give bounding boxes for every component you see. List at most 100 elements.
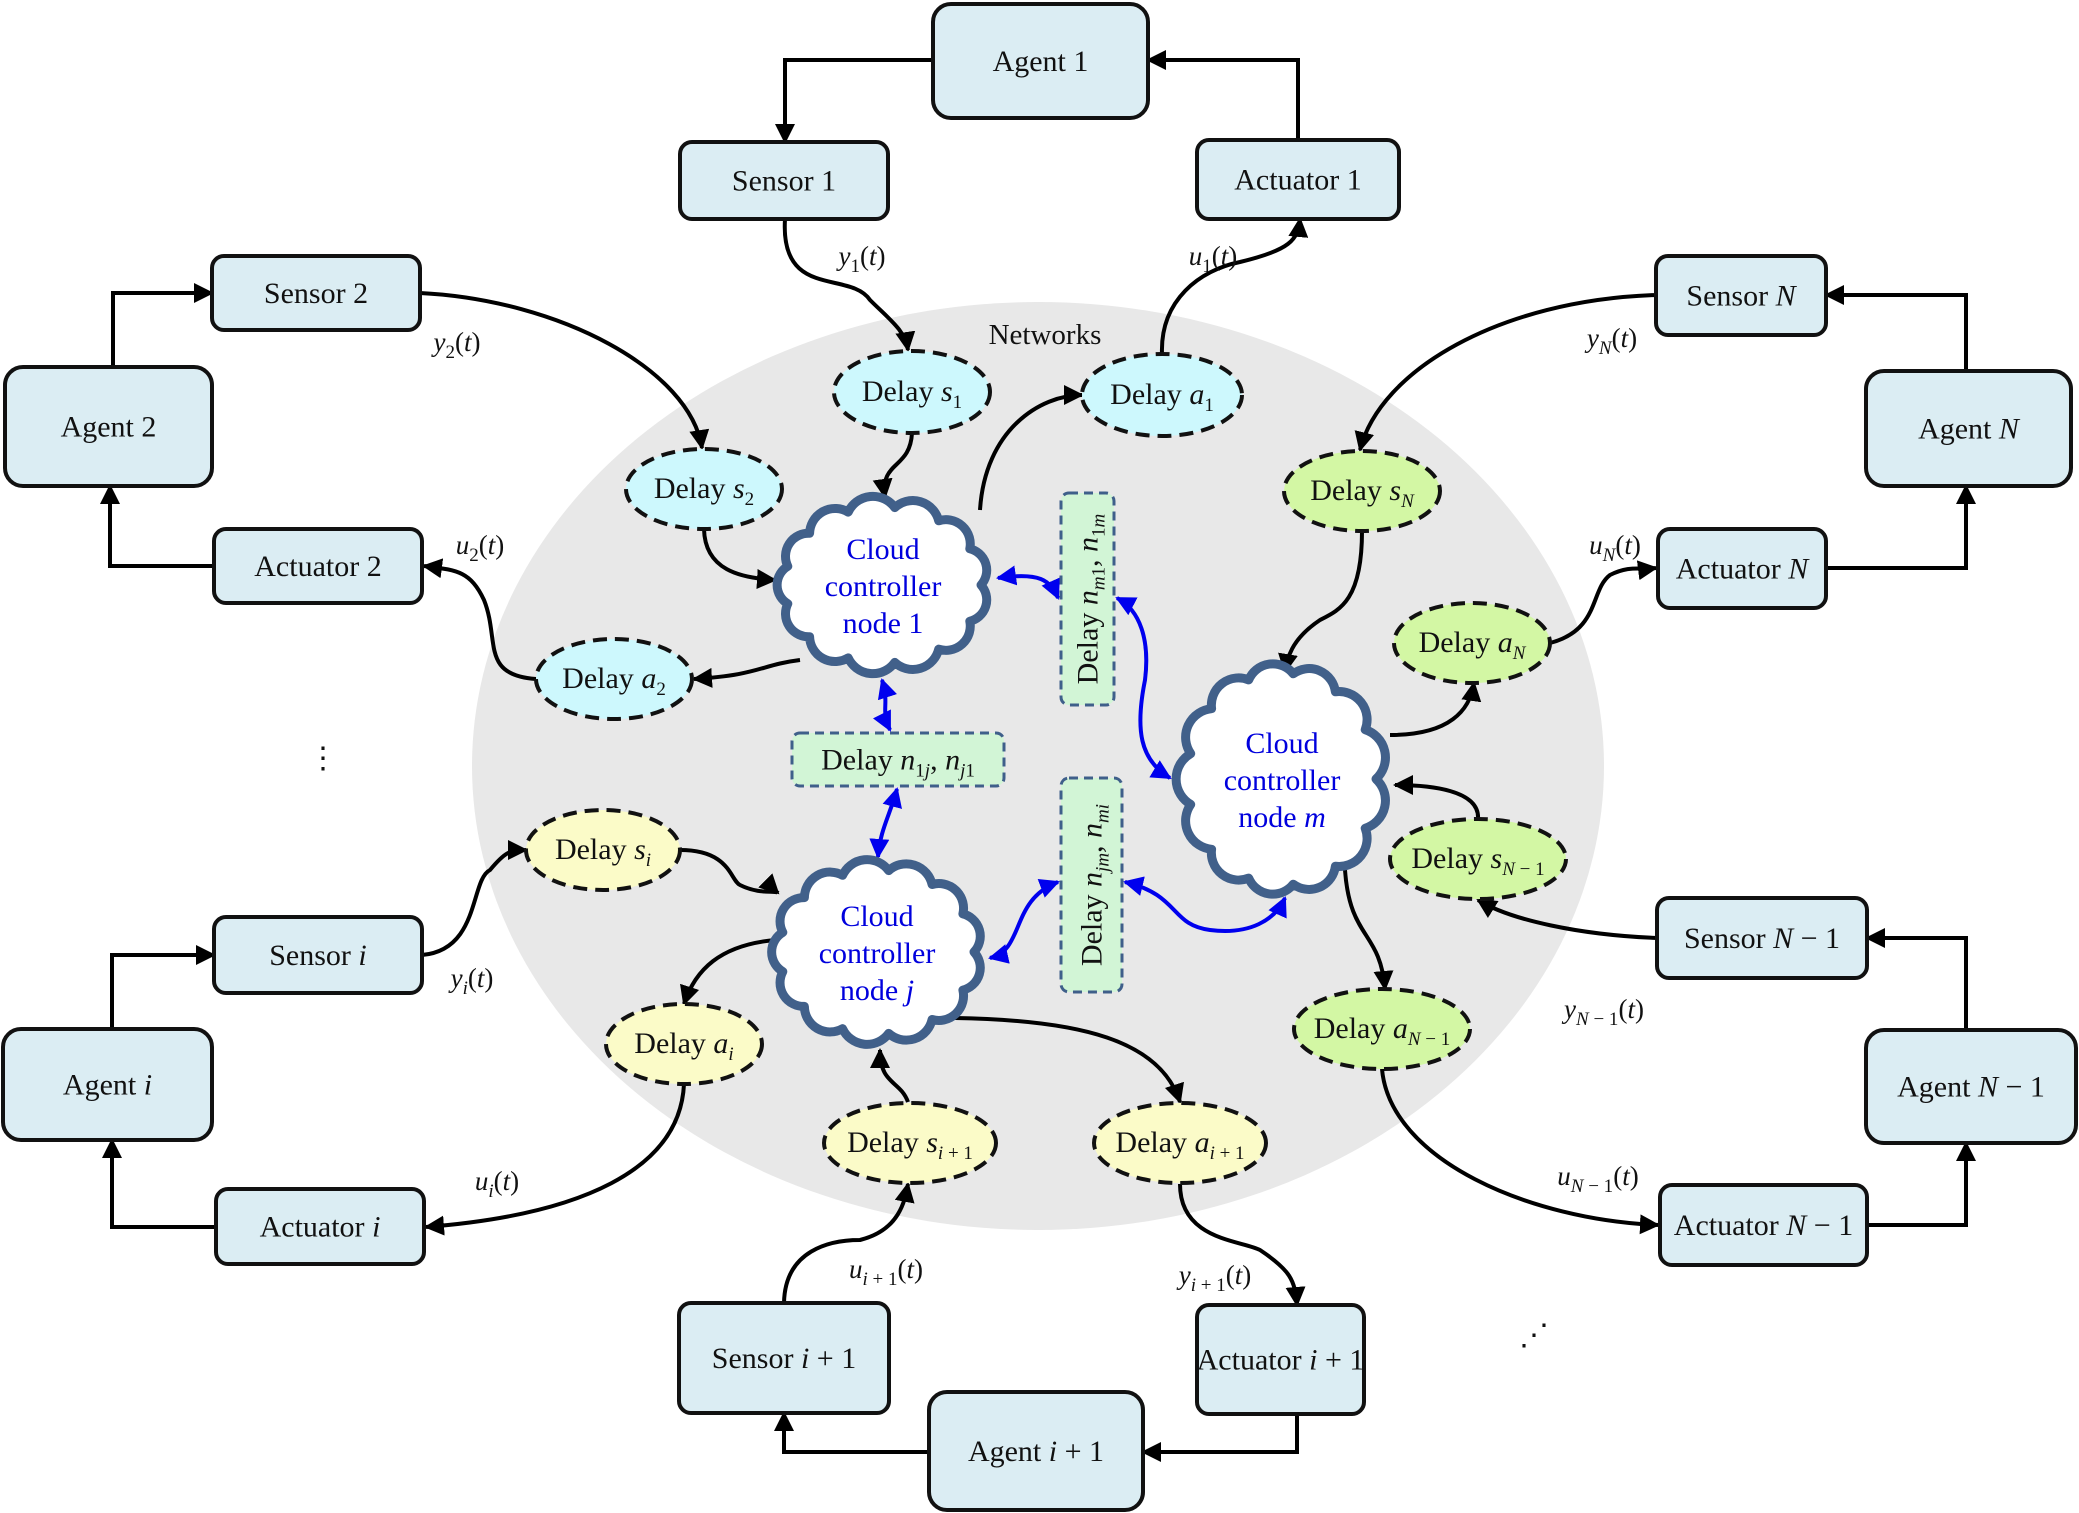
signal-y1-label: y1(t) — [836, 241, 886, 277]
delay-si-label: Delay si — [555, 833, 651, 871]
delay-ai+1-label: Delay ai + 1 — [1115, 1126, 1244, 1164]
sensori-to-delay-si-arrow — [421, 840, 528, 957]
cloud-node-1-text-line: Cloud — [846, 533, 919, 566]
cloud-node-m-text-line: controller — [1224, 764, 1341, 797]
delay-s1-to-cloud1-arrow — [872, 432, 914, 499]
delay-ai-to-actuatori-arrow — [424, 1083, 686, 1236]
cloud1-nm1-link-arrow — [996, 565, 1060, 600]
actuator-n-minus-1-box: Actuator N − 1 — [1658, 1183, 1869, 1267]
cloud-node-m-text-line: node m — [1238, 801, 1326, 834]
delay-aN-1-label: Delay aN − 1 — [1314, 1012, 1451, 1050]
delay-ai1-to-actuatori1-arrow — [1178, 1183, 1306, 1307]
cloud-node-m-text-line: Cloud — [1245, 727, 1318, 760]
delay-sN-label: Delay sN — [1310, 474, 1415, 512]
delay-sN-node: Delay sN — [1282, 449, 1442, 533]
cloud1-to-delay-a2-arrow — [692, 658, 801, 688]
network-label: Networks — [989, 319, 1102, 351]
agent-n-box: Agent N — [1864, 369, 2073, 488]
delay-sN-1-label: Delay sN − 1 — [1411, 842, 1544, 880]
nm1-cloudm-link-arrow — [1115, 596, 1172, 780]
diagonal-ellipsis: ⋰ — [1519, 1319, 1549, 1352]
actuator-2-label: Actuator 2 — [254, 550, 381, 583]
actuator-1-box: Actuator 1 — [1195, 138, 1401, 221]
delay-si+1-node: Delay si + 1 — [822, 1101, 998, 1185]
sensor-1-label: Sensor 1 — [732, 165, 836, 198]
delay-aN-label: Delay aN — [1419, 626, 1527, 664]
cloud-node-j-text-line: Cloud — [840, 900, 913, 933]
signal-edges — [100, 50, 1976, 1462]
sensor2-to-delay-s2-arrow — [419, 291, 710, 450]
signal-u1-label: u1(t) — [1189, 241, 1238, 277]
agent-i-label: Agent i — [63, 1069, 152, 1102]
delay-n1j-nj1-node: Delay n1j, nj1 — [790, 731, 1006, 788]
cloud-node-j-text-line: node j — [840, 974, 914, 1007]
cloud-node-1-text-line: node 1 — [843, 607, 924, 640]
agent-n-minus-1-label: Agent N − 1 — [1897, 1071, 2045, 1104]
sensorN-to-delay-sN-arrow — [1354, 293, 1657, 452]
cloud1-n1j-link-arrow — [873, 678, 898, 732]
actuator-n-label: Actuator N — [1676, 553, 1810, 586]
cloud-node-j: Cloud controller node j — [767, 855, 985, 1049]
vertical-ellipsis: ⋮ — [308, 742, 338, 775]
actuator-2-box: Actuator 2 — [212, 527, 424, 605]
sensor-2-label: Sensor 2 — [264, 277, 368, 310]
delay-aN1-to-actuatorN1-arrow — [1380, 1068, 1660, 1235]
delay-sN-to-cloudm-arrow — [1278, 530, 1364, 674]
signal-labels: y1(t)u1(t)y2(t)u2(t)yN(t)uN(t)yi(t)ui(t)… — [431, 241, 1644, 1296]
actuator-1-label: Actuator 1 — [1234, 164, 1361, 197]
delay-s1-node: Delay s1 — [832, 349, 992, 435]
agent-2-label: Agent 2 — [61, 411, 157, 444]
cloud1-to-delay-a1-arrow — [978, 385, 1084, 511]
signal-yi+1-label: yi + 1(t) — [1176, 1260, 1252, 1296]
signal-yN-label: yN(t) — [1584, 323, 1637, 359]
cloud-node-1-text-line: controller — [825, 570, 942, 603]
signal-yN-1-label: yN − 1(t) — [1561, 994, 1644, 1030]
n1j-cloudj-link-arrow — [869, 787, 902, 859]
sensor-i-label: Sensor i — [269, 939, 367, 972]
delay-sN1-to-cloudm-arrow — [1393, 775, 1481, 820]
delay-a2-node: Delay a2 — [534, 637, 694, 721]
delay-s2-to-cloud2-arrow — [702, 528, 777, 589]
cloud-node-m: Cloud controller node m — [1171, 659, 1390, 899]
actuatori-to-agenti-arrow — [102, 1138, 216, 1229]
sensor-1-box: Sensor 1 — [678, 140, 890, 221]
actuatori1-to-agenti1-arrow — [1141, 1414, 1299, 1462]
agent2-to-sensor2-arrow — [111, 283, 214, 367]
delay-ai-label: Delay ai — [634, 1027, 733, 1065]
actuator-n-minus-1-label: Actuator N − 1 — [1674, 1209, 1853, 1242]
signal-ui+1-label: ui + 1(t) — [849, 1254, 923, 1290]
delay-sN-1-node: Delay sN − 1 — [1388, 817, 1568, 901]
agent-i-box: Agent i — [1, 1027, 214, 1142]
actuator-i-plus-1-box: Actuator i + 1 — [1195, 1303, 1366, 1416]
cloud-node-j-text-line: controller — [819, 937, 936, 970]
signal-yi-label: yi(t) — [448, 963, 494, 999]
actuator-i-label: Actuator i — [260, 1211, 381, 1244]
delay-a2-label: Delay a2 — [562, 662, 666, 700]
actuator-i-plus-1-label: Actuator i + 1 — [1197, 1344, 1365, 1377]
delay-nm1-n1m-node: Delay nm1, n1m — [1059, 491, 1116, 707]
cloudm-to-delay-aN1-arrow — [1343, 869, 1394, 991]
sensor-i-plus-1-label: Sensor i + 1 — [712, 1342, 856, 1375]
delay-s1-label: Delay s1 — [862, 375, 962, 413]
njm-cloudm-link-arrow — [1123, 876, 1287, 933]
actuator1-to-agent1-arrow — [1146, 50, 1300, 140]
cloudj-to-delay-ai1-arrow — [954, 1016, 1184, 1104]
actuator-n-box: Actuator N — [1656, 527, 1828, 610]
delay-nm1-n1m-label: Delay nm1, n1m — [1072, 514, 1110, 685]
agent-n-minus-1-box: Agent N − 1 — [1864, 1028, 2078, 1145]
actuatorN-to-agentN-arrow — [1826, 484, 1976, 570]
inter-cloud-edges — [869, 565, 1287, 964]
sensor-n-minus-1-label: Sensor N − 1 — [1684, 922, 1840, 955]
agentN1-to-sensorN1-arrow — [1865, 928, 1968, 1030]
delay-njm-nmi-label: Delay njm, nmi — [1076, 804, 1114, 966]
agent-1-label: Agent 1 — [993, 45, 1089, 78]
agent-1-box: Agent 1 — [931, 2, 1150, 120]
sensor-n-box: Sensor N — [1654, 254, 1828, 337]
sensor-i-box: Sensor i — [212, 915, 424, 995]
agenti-to-sensori-arrow — [110, 945, 216, 1029]
signal-ui-label: ui(t) — [475, 1166, 519, 1202]
agent-i-plus-1-label: Agent i + 1 — [968, 1435, 1104, 1468]
cloudm-to-delay-aN-arrow — [1389, 681, 1482, 737]
